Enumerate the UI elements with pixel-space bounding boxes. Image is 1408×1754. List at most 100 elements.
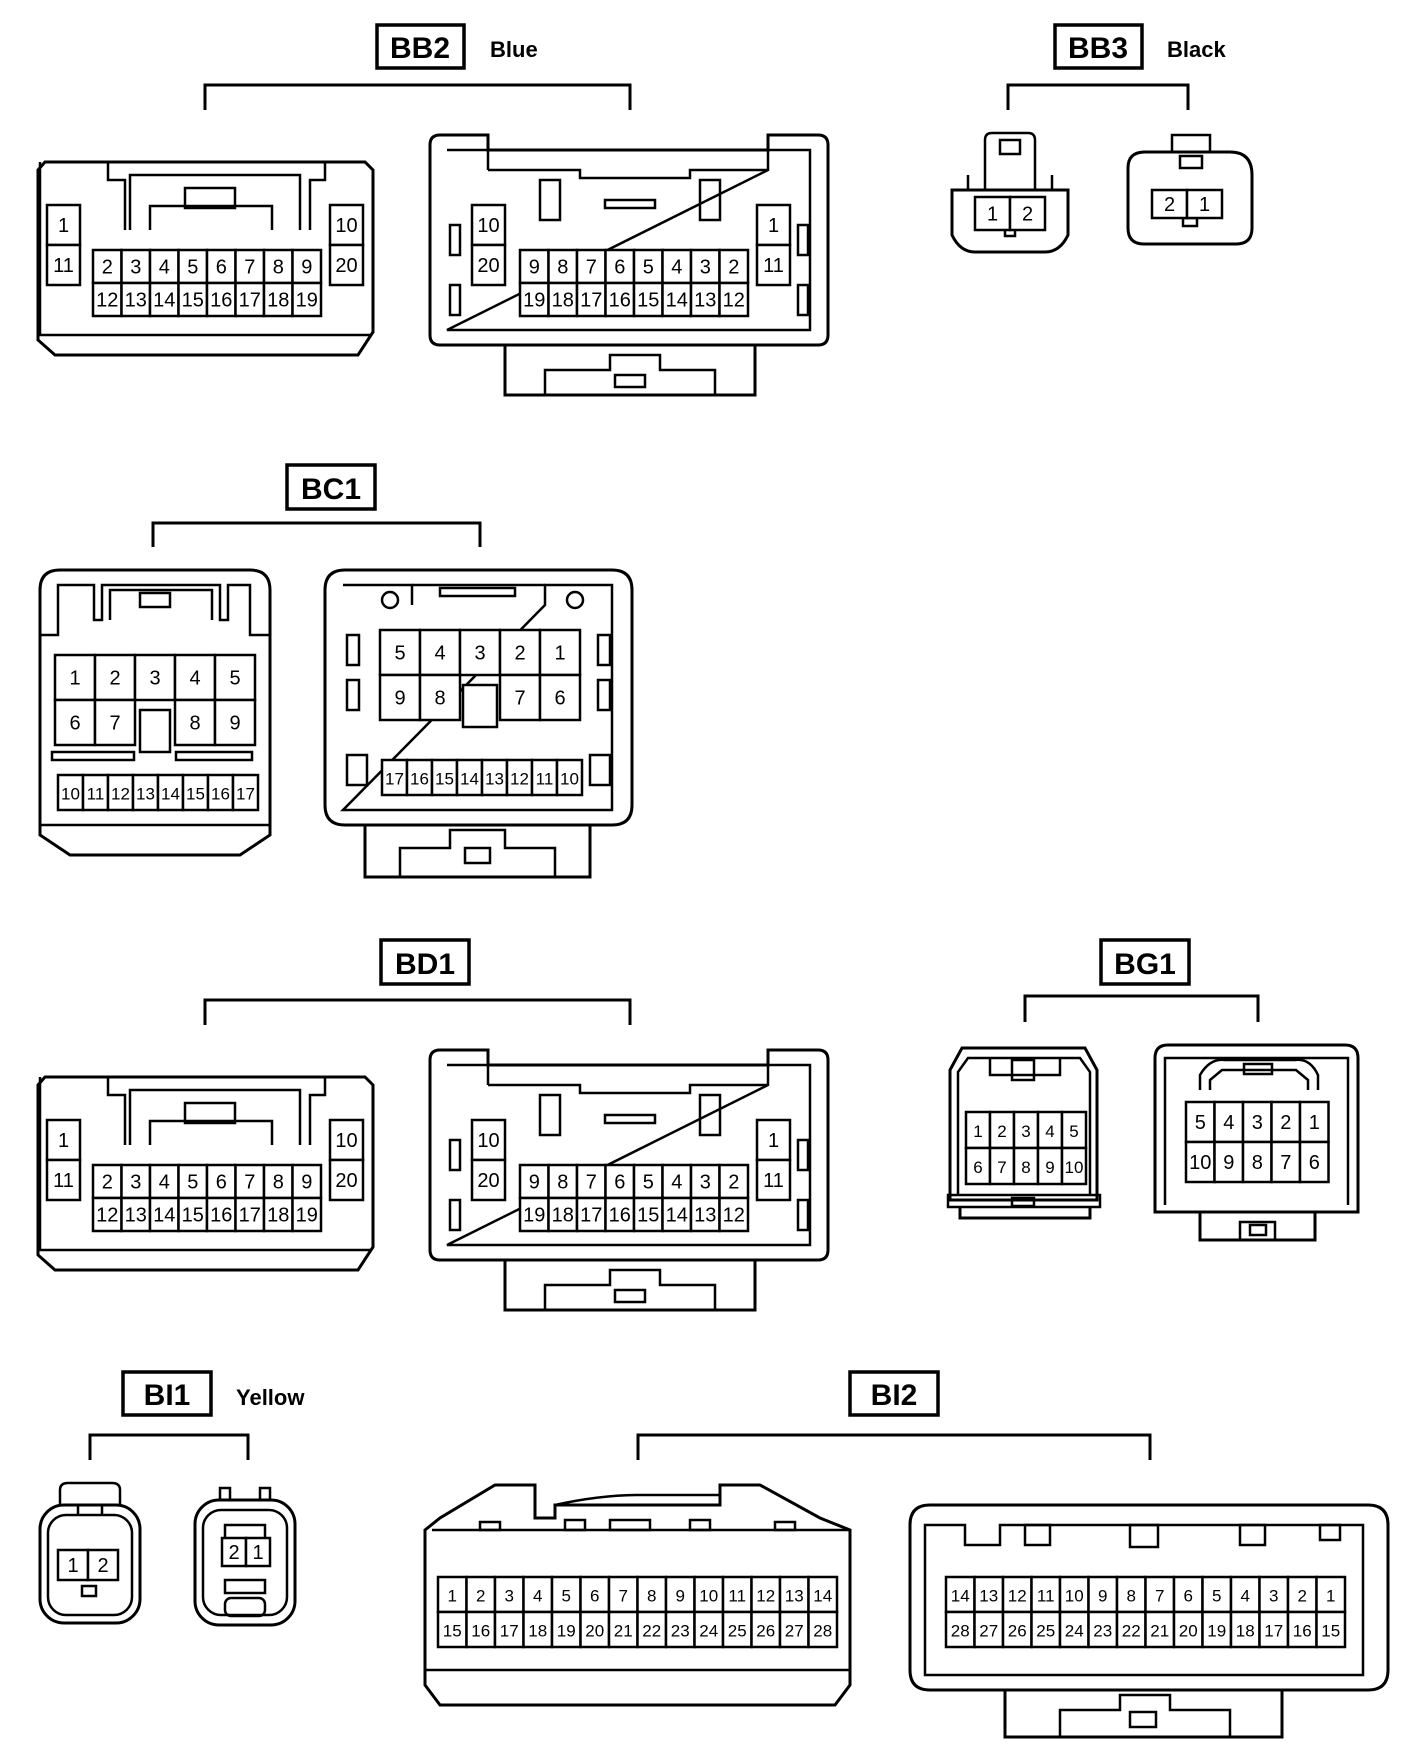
pin-cell [1172,1575,1204,1614]
pin-cell [607,1575,639,1614]
pin-label: 17 [385,770,404,789]
pin-label: 18 [267,1205,289,1227]
pin-cell [1258,1575,1290,1614]
pin-cell [328,243,365,287]
pin-cell [244,1536,272,1568]
pin-label: 15 [186,785,205,804]
pin-label: 9 [301,1172,312,1194]
pin-cell [1241,1140,1273,1184]
pin-label: 11 [728,1587,746,1606]
pin-label: 2 [1298,1587,1307,1606]
pin-label: 20 [477,255,499,277]
pin-label: 3 [700,257,711,279]
pin-cell [56,773,85,812]
pin-cell [328,1118,365,1162]
bb3-bracket [1006,83,1190,110]
pin-label: 20 [477,1170,499,1192]
pin-cell [1286,1575,1318,1614]
pin-label: 27 [785,1622,804,1641]
pin-label: 1 [448,1587,457,1606]
pin-label: 9 [1223,1152,1234,1174]
pin-label: 3 [130,1172,141,1194]
pin-cell [1087,1610,1119,1649]
pin-label: 17 [236,785,255,804]
pin-label: 11 [536,770,554,789]
pin-cell [518,281,550,318]
pin-cell [148,248,180,285]
pin-label: 9 [1098,1587,1107,1606]
pin-cell [173,653,217,702]
pin-label: 15 [182,290,204,312]
pin-cell [291,1196,323,1233]
pin-cell [550,1610,582,1649]
pin-label: 14 [153,1205,175,1227]
pin-label: 25 [728,1622,747,1641]
pin-label: 1 [987,204,998,226]
pin-label: 1 [252,1542,263,1564]
pin-label: 8 [189,713,200,735]
pin-label: 15 [637,290,659,312]
pin-cell [120,248,152,285]
pin-cell [213,698,257,747]
pin-cell [86,1548,120,1582]
pin-label: 23 [1093,1622,1112,1641]
pin-label: 13 [485,770,504,789]
pin-label: 17 [1264,1622,1283,1641]
pin-label: 2 [1022,204,1033,226]
bc1-label-box [285,463,377,511]
pin-label: 22 [1122,1622,1141,1641]
pin-cell [1213,1140,1245,1184]
pin-cell [205,1196,237,1233]
bd1-bracket [203,998,632,1025]
pin-label: 8 [273,1172,284,1194]
pin-label: 7 [244,257,255,279]
pin-label: 10 [335,215,357,237]
pin-label: 21 [614,1622,633,1641]
pin-label: 17 [580,290,602,312]
pin-label: 8 [434,688,445,710]
pin-label: 6 [614,257,625,279]
pin-cell [632,281,664,318]
pin-cell [755,1118,792,1162]
pin-label: 8 [557,1172,568,1194]
bg1-label: BG1 [1114,948,1176,981]
pin-label: 10 [477,1130,499,1152]
pin-label: 2 [728,257,739,279]
pin-label: 19 [296,1205,318,1227]
pin-cell [418,673,462,722]
pin-label: 5 [1069,1122,1078,1141]
pin-cell [291,281,323,318]
pin-label: 9 [676,1587,685,1606]
pin-label: 9 [394,688,405,710]
pin-label: 22 [642,1622,661,1641]
pin-label: 3 [1269,1587,1278,1606]
bb2-label: BB2 [390,32,450,65]
pin-label: 13 [785,1587,804,1606]
pin-label: 2 [102,1172,113,1194]
pin-cell [1286,1610,1318,1649]
pin-label: 20 [335,1170,357,1192]
pin-cell [177,281,209,318]
pin-label: 2 [1280,1112,1291,1134]
pin-cell [1001,1610,1033,1649]
pin-label: 10 [1065,1158,1084,1177]
pin-label: 14 [813,1587,832,1606]
pin-label: 3 [130,257,141,279]
pin-label: 3 [149,668,160,690]
pin-label: 26 [1008,1622,1027,1641]
pin-label: 24 [1065,1622,1084,1641]
pin-label: 6 [69,713,80,735]
pin-label: 12 [96,1205,118,1227]
pin-label: 5 [1212,1587,1221,1606]
pin-label: 5 [1195,1112,1206,1134]
